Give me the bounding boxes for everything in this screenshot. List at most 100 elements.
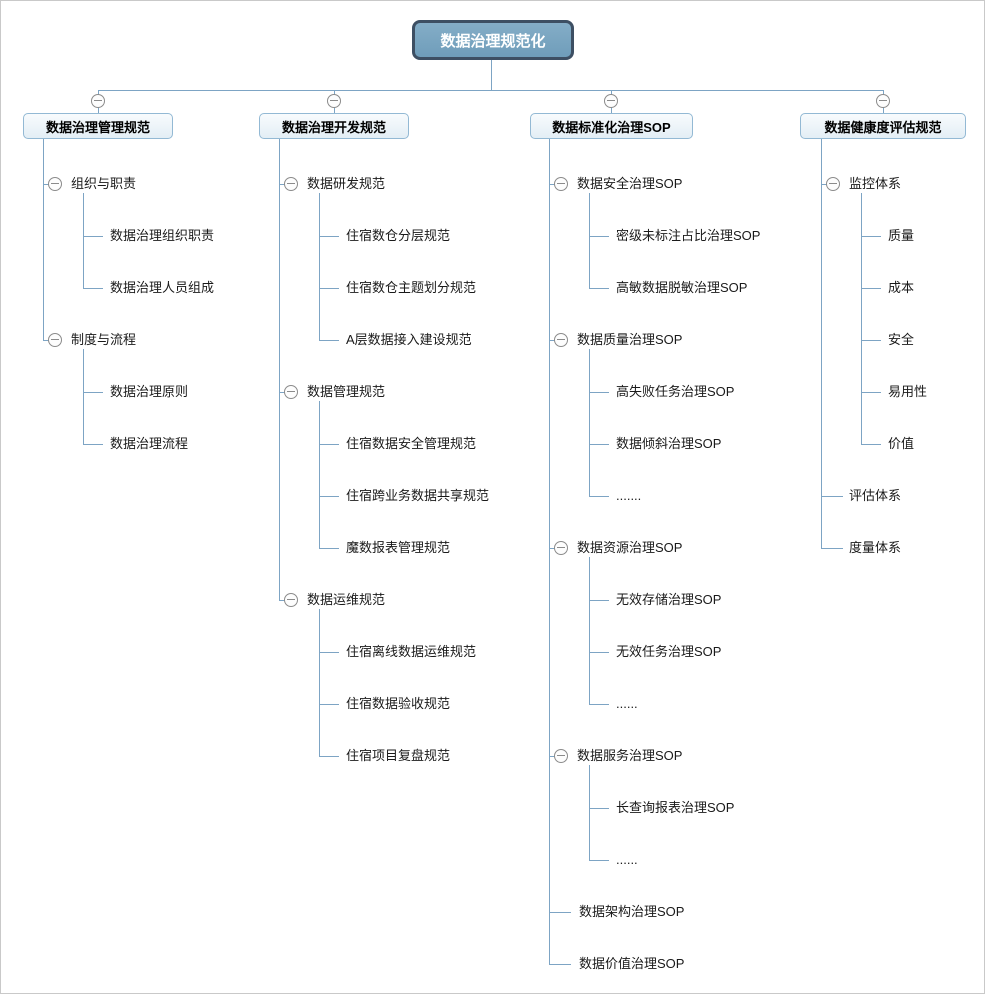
tree-node[interactable]: 数据质量治理SOP [577, 332, 683, 347]
connector-line [549, 139, 550, 965]
tree-node[interactable]: 数据资源治理SOP [577, 540, 683, 555]
tree-node[interactable]: ...... [616, 696, 638, 711]
tree-node[interactable]: 安全 [888, 332, 915, 347]
root-node[interactable]: 数据治理规范化 [412, 20, 574, 60]
connector-line [83, 236, 103, 237]
connector-line [549, 964, 571, 965]
collapse-icon[interactable] [48, 333, 62, 347]
tree-node[interactable]: 成本 [888, 280, 915, 295]
connector-line [279, 600, 287, 601]
branch-box[interactable]: 数据标准化治理SOP [530, 113, 693, 139]
connector-line [589, 808, 609, 809]
tree-node[interactable]: ....... [616, 488, 642, 503]
collapse-icon[interactable] [284, 385, 298, 399]
tree-node[interactable]: 数据架构治理SOP [579, 904, 685, 919]
connector-line [861, 288, 881, 289]
connector-line [319, 609, 320, 757]
tree-node[interactable]: 住宿跨业务数据共享规范 [346, 488, 490, 503]
connector-line [589, 288, 609, 289]
connector-line [861, 444, 881, 445]
connector-line [83, 392, 103, 393]
collapse-icon[interactable] [48, 177, 62, 191]
tree-node[interactable]: 质量 [888, 228, 915, 243]
tree-node[interactable]: 制度与流程 [71, 332, 137, 347]
tree-node[interactable]: 组织与职责 [71, 176, 137, 191]
collapse-icon[interactable] [284, 593, 298, 607]
connector-line [319, 704, 339, 705]
collapse-icon[interactable] [554, 177, 568, 191]
connector-line [589, 236, 609, 237]
tree-node[interactable]: 魔数报表管理规范 [346, 540, 451, 555]
connector-line [83, 193, 84, 289]
tree-node[interactable]: 长查询报表治理SOP [616, 800, 735, 815]
tree-node[interactable]: 数据管理规范 [307, 384, 386, 399]
connector-line [821, 496, 843, 497]
collapse-icon[interactable] [554, 749, 568, 763]
connector-line [861, 193, 862, 445]
tree-node[interactable]: 数据治理组织职责 [110, 228, 215, 243]
tree-node[interactable]: 数据治理流程 [110, 436, 189, 451]
connector-line [589, 860, 609, 861]
connector-line [319, 193, 320, 341]
tree-node[interactable]: 住宿离线数据运维规范 [346, 644, 477, 659]
tree-node[interactable]: 数据运维规范 [307, 592, 386, 607]
tree-node[interactable]: 评估体系 [849, 488, 902, 503]
branch-box[interactable]: 数据治理开发规范 [259, 113, 409, 139]
collapse-icon[interactable] [826, 177, 840, 191]
tree-node[interactable]: 住宿数仓主题划分规范 [346, 280, 477, 295]
connector-line [589, 557, 590, 705]
connector-line [319, 340, 339, 341]
tree-node[interactable]: 无效任务治理SOP [616, 644, 722, 659]
connector-line [549, 756, 557, 757]
tree-node[interactable]: 数据价值治理SOP [579, 956, 685, 971]
collapse-icon[interactable] [554, 333, 568, 347]
connector-line [319, 288, 339, 289]
collapse-icon[interactable] [876, 94, 890, 108]
tree-node[interactable]: 数据研发规范 [307, 176, 386, 191]
tree-node[interactable]: 无效存储治理SOP [616, 592, 722, 607]
tree-node[interactable]: 住宿数仓分层规范 [346, 228, 451, 243]
collapse-icon[interactable] [284, 177, 298, 191]
tree-node[interactable]: 密级未标注占比治理SOP [616, 228, 761, 243]
tree-node[interactable]: 数据治理人员组成 [110, 280, 215, 295]
connector-line [83, 349, 84, 445]
tree-node[interactable]: 数据治理原则 [110, 384, 189, 399]
branch-box[interactable]: 数据健康度评估规范 [800, 113, 966, 139]
tree-node[interactable]: A层数据接入建设规范 [346, 332, 472, 347]
collapse-icon[interactable] [554, 541, 568, 555]
connector-line [43, 184, 51, 185]
connector-line [589, 392, 609, 393]
connector-line [861, 340, 881, 341]
connector-line [549, 340, 557, 341]
connector-line [589, 652, 609, 653]
collapse-icon[interactable] [604, 94, 618, 108]
tree-node[interactable]: 住宿数据安全管理规范 [346, 436, 477, 451]
tree-node[interactable]: 监控体系 [849, 176, 902, 191]
connector-line [491, 59, 492, 90]
tree-node[interactable]: 度量体系 [849, 540, 902, 555]
connector-line [549, 548, 557, 549]
connector-line [319, 548, 339, 549]
tree-node[interactable]: 数据倾斜治理SOP [616, 436, 722, 451]
tree-node[interactable]: 住宿数据验收规范 [346, 696, 451, 711]
connector-line [861, 392, 881, 393]
tree-node[interactable]: 价值 [888, 436, 915, 451]
connector-line [83, 444, 103, 445]
connector-line [319, 496, 339, 497]
connector-line [83, 288, 103, 289]
collapse-icon[interactable] [327, 94, 341, 108]
tree-node[interactable]: ...... [616, 852, 638, 867]
tree-node[interactable]: 易用性 [888, 384, 928, 399]
connector-line [279, 392, 287, 393]
connector-line [821, 548, 843, 549]
tree-node[interactable]: 高失败任务治理SOP [616, 384, 735, 399]
tree-node[interactable]: 数据服务治理SOP [577, 748, 683, 763]
tree-node[interactable]: 数据安全治理SOP [577, 176, 683, 191]
connector-line [319, 444, 339, 445]
tree-node[interactable]: 高敏数据脱敏治理SOP [616, 280, 748, 295]
collapse-icon[interactable] [91, 94, 105, 108]
branch-box[interactable]: 数据治理管理规范 [23, 113, 173, 139]
tree-node[interactable]: 住宿项目复盘规范 [346, 748, 451, 763]
connector-line [589, 193, 590, 289]
